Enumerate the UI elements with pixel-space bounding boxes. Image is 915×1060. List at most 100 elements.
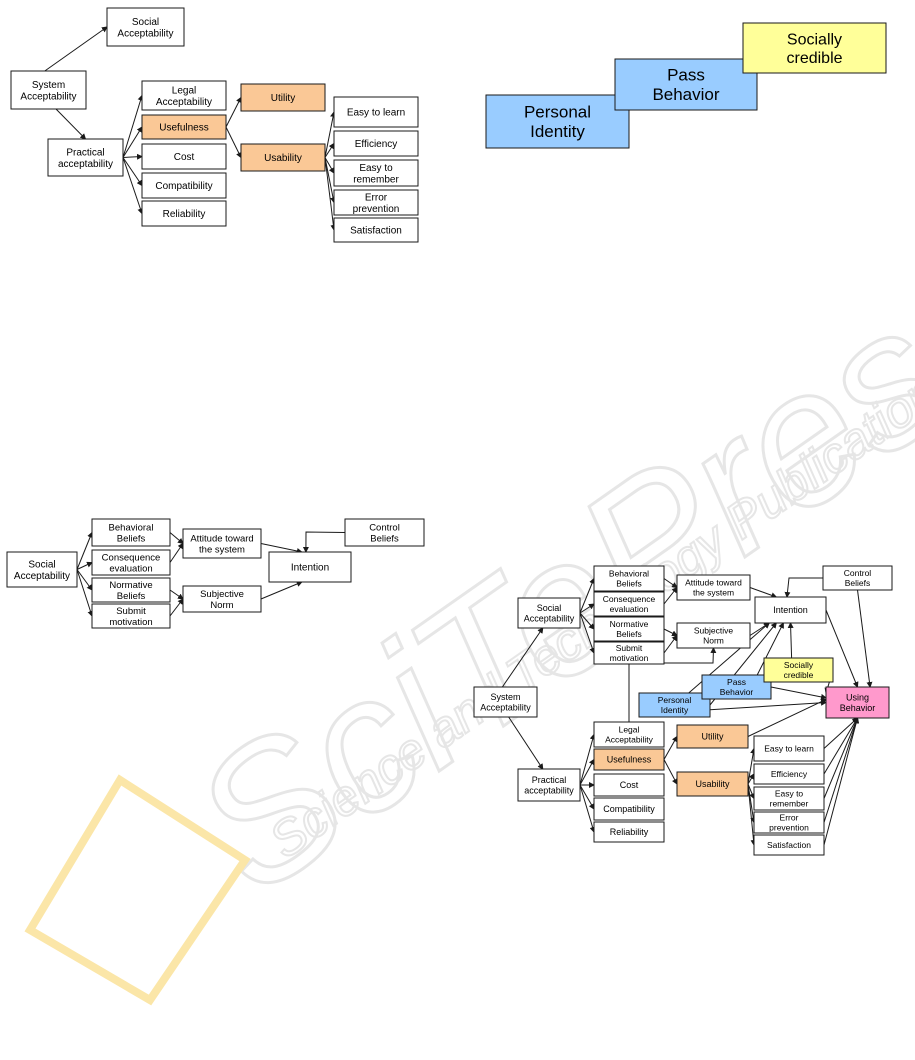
connector	[823, 717, 859, 823]
connector	[770, 686, 827, 700]
connector	[169, 532, 184, 545]
connector	[747, 783, 755, 800]
connector	[663, 735, 678, 760]
connector	[169, 542, 184, 563]
connector	[823, 717, 859, 799]
node-box	[6, 551, 78, 588]
edges-layer	[44, 26, 873, 846]
node-label: Usefulness	[607, 755, 652, 765]
connector	[260, 543, 303, 554]
connector	[122, 126, 143, 158]
connector	[825, 609, 859, 688]
connector	[324, 142, 335, 158]
node-box	[753, 834, 825, 856]
node-box	[593, 616, 665, 642]
node-box	[763, 657, 834, 683]
node-box	[333, 130, 419, 157]
node-box	[593, 748, 665, 771]
connector	[579, 733, 596, 786]
node-box	[91, 577, 171, 603]
connector	[823, 717, 859, 749]
node-box	[485, 94, 630, 149]
node-d4-reliab: Reliability	[593, 821, 665, 843]
node-d4-intention: Intention	[754, 596, 827, 624]
connector	[857, 589, 873, 688]
watermark-shape-icon	[24, 774, 251, 1006]
node-box	[106, 7, 185, 47]
node-box	[333, 189, 419, 216]
node-box	[517, 597, 581, 629]
node-box	[593, 641, 665, 665]
node-d4-utility: Utility	[676, 724, 749, 749]
node-box	[141, 114, 227, 140]
node-box	[141, 80, 227, 111]
node-label: Efficiency	[355, 139, 398, 150]
node-box	[676, 574, 751, 601]
connector	[169, 598, 184, 617]
node-box	[268, 551, 352, 583]
node-label: Compatibility	[603, 804, 655, 814]
node-d4-cost: Cost	[593, 773, 665, 797]
connector	[579, 784, 595, 810]
node-box	[593, 797, 665, 821]
node-box	[754, 596, 827, 624]
connector	[663, 586, 678, 605]
node-label: Intention	[773, 605, 808, 615]
node-label: Satisfaction	[350, 226, 402, 237]
node-box	[676, 724, 749, 749]
node-box	[141, 172, 227, 199]
node-d1-usability: Usability	[240, 143, 326, 172]
node-d1-reliab: Reliability	[141, 200, 227, 227]
connector	[579, 577, 595, 614]
connector	[579, 603, 595, 614]
node-box	[240, 143, 326, 172]
connector	[122, 157, 144, 215]
node-box	[517, 768, 581, 802]
node-box	[333, 96, 419, 128]
node-d1-cost: Cost	[141, 143, 227, 170]
node-box	[825, 686, 890, 719]
node-box	[141, 143, 227, 170]
connector	[823, 717, 860, 846]
node-box	[182, 585, 262, 613]
connector	[44, 26, 108, 72]
node-label: Efficiency	[771, 769, 808, 779]
node-d4-compat: Compatibility	[593, 797, 665, 821]
connector	[55, 108, 87, 140]
node-box	[182, 528, 262, 559]
node-box	[753, 735, 825, 762]
